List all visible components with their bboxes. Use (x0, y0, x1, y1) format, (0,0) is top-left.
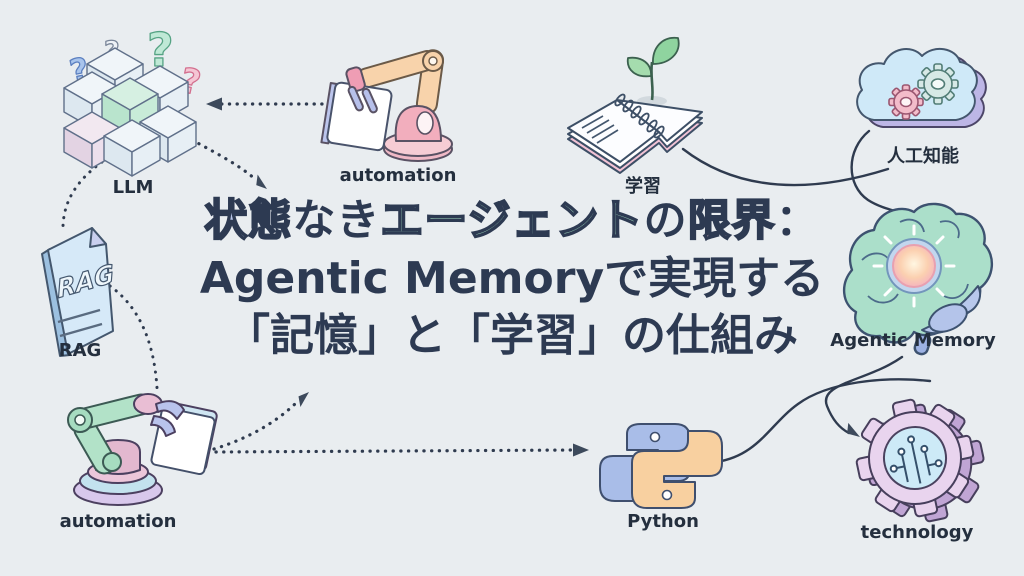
connector-brain-to-technology (824, 355, 904, 435)
memory-glow-core (892, 244, 936, 288)
label-python: Python (627, 511, 699, 532)
document-icon: RAG (41, 227, 116, 357)
gear-teal (917, 63, 959, 105)
title-line2: Agentic Memoryで実現する (199, 252, 825, 304)
notebook-sprout-icon (567, 36, 703, 174)
title: 状態なきエージェントの限界： Agentic Memoryで実現する 「記憶」と… (0, 195, 1024, 361)
document-page (47, 227, 114, 355)
title-segment: の (643, 196, 688, 246)
python-logo-icon (599, 423, 723, 509)
label-learning: 学習 (625, 176, 661, 197)
title-segment: エージェント (379, 195, 644, 247)
connector-llm-to-title (190, 138, 258, 182)
label-automation-bottom: automation (59, 511, 177, 532)
connector-automation-to-python (214, 448, 578, 454)
python-snake-bottom (631, 430, 723, 509)
label-ai-cloud: 人工知能 (887, 146, 959, 167)
connectors (61, 97, 932, 464)
label-technology: technology (860, 522, 974, 543)
label-automation-top: automation (339, 165, 457, 186)
document-fold (89, 227, 107, 248)
cloud-gears-icon (856, 47, 987, 128)
sprout-leaf-right (652, 36, 680, 65)
title-segment: なき (292, 196, 381, 246)
connector-automation-to-title (212, 399, 300, 451)
glow-rays (872, 224, 956, 308)
title-line1: 状態なきエージェントの限界： (0, 195, 1024, 247)
label-llm: LLM (112, 177, 154, 198)
claw-upper (155, 400, 185, 420)
label-agentic-memory: Agentic Memory (830, 330, 996, 351)
sprout-stem (650, 61, 654, 101)
title-line3: 「記憶」と「学習」の仕組み (226, 309, 798, 361)
gear-circuit-icon (855, 398, 985, 523)
robot-arm-bottom-icon (67, 393, 218, 506)
cube-blocks-icon: ? ? ? ? (63, 22, 205, 177)
arrowhead-technology-icon (847, 422, 860, 437)
cloud-body (856, 47, 978, 121)
brain-icon (843, 202, 993, 356)
connector-learning-to-brain (681, 147, 890, 187)
arrowhead-upright-icon (298, 392, 309, 407)
arrowhead-right-icon (573, 443, 589, 457)
title-segment: 状態 (203, 195, 293, 247)
circuit-traces (889, 435, 943, 484)
connector-python-to-brain (714, 378, 932, 464)
spiral-binding (614, 93, 665, 139)
sprout-leaf-left (626, 56, 652, 78)
connector-rag-to-automation (108, 284, 159, 390)
claw-lower (150, 415, 176, 437)
connector-llm-to-rag (61, 160, 104, 228)
gear-pink (888, 84, 924, 120)
arrowhead-downright-icon (256, 174, 267, 189)
robot-arm-top-icon (320, 49, 453, 162)
arrowhead-left-icon (206, 97, 222, 111)
label-rag: RAG (58, 340, 102, 361)
title-segment: ： (775, 196, 820, 246)
title-segment: 限界 (687, 195, 776, 247)
